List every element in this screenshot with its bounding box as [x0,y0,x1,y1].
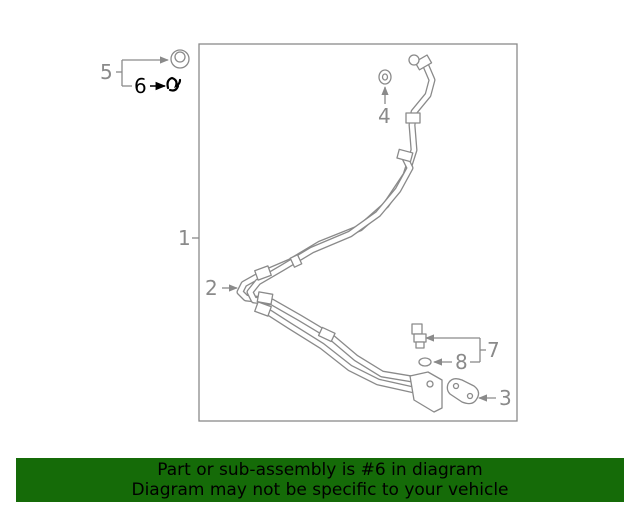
callout-7: 7 [487,338,500,362]
callout-3: 3 [499,386,512,410]
clip-part-6 [166,76,182,92]
callout-6: 6 [134,74,147,98]
callout-8: 8 [455,350,468,374]
info-banner: Part or sub-assembly is #6 in diagram Di… [16,458,624,502]
gasket-part-3 [446,378,480,405]
callout-leaders [116,56,496,402]
callout-4: 4 [378,104,391,128]
callout-1: 1 [178,226,191,250]
cooler-line-tubes [236,54,443,413]
assembly-frame [198,43,518,422]
banner-line-2: Diagram may not be specific to your vehi… [131,480,509,500]
oring-part-8 [418,357,432,367]
sensor-part-7 [411,323,427,349]
banner-line-1: Part or sub-assembly is #6 in diagram [157,460,483,480]
callout-5: 5 [100,60,113,84]
grommet-part-4 [378,69,392,85]
cap-part-5 [170,49,190,69]
callout-2: 2 [205,276,218,300]
